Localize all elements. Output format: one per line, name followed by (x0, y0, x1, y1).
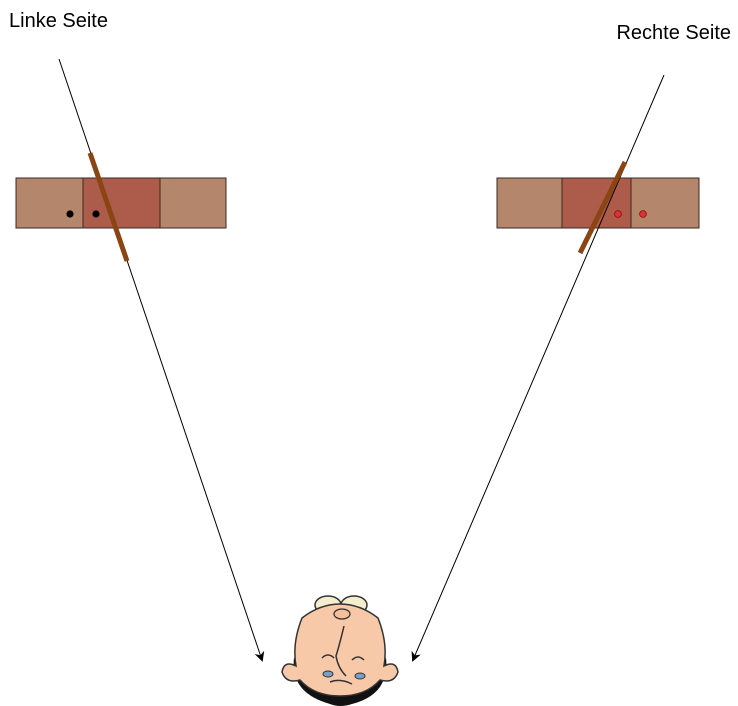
right-block-outer-right (630, 177, 700, 229)
left-dot-1 (66, 210, 74, 218)
nose-icon (333, 608, 351, 620)
right-block-outer-left (496, 177, 563, 229)
left-slanted-bar (87, 152, 130, 262)
label-right-side: Rechte Seite (616, 22, 731, 44)
head-shape (281, 603, 399, 697)
left-pupil-icon (322, 670, 334, 678)
label-left-side: Linke Seite (9, 10, 108, 32)
right-setup (411, 74, 700, 662)
left-block-center (82, 177, 161, 229)
right-eye-icon (351, 656, 365, 661)
right-pupil-icon (354, 672, 366, 680)
left-eye-icon (321, 654, 335, 659)
right-dot-1 (614, 210, 622, 218)
observer-head-icon (281, 595, 399, 706)
face-crease (335, 625, 347, 677)
right-dot-2 (639, 210, 647, 218)
mouth-icon (329, 679, 353, 685)
left-block-outer-left (15, 177, 84, 229)
left-block-outer-right (159, 177, 227, 229)
left-setup (15, 58, 265, 662)
left-dot-2 (92, 210, 100, 218)
left-sight-line (58, 58, 265, 662)
right-slanted-bar (577, 160, 628, 255)
